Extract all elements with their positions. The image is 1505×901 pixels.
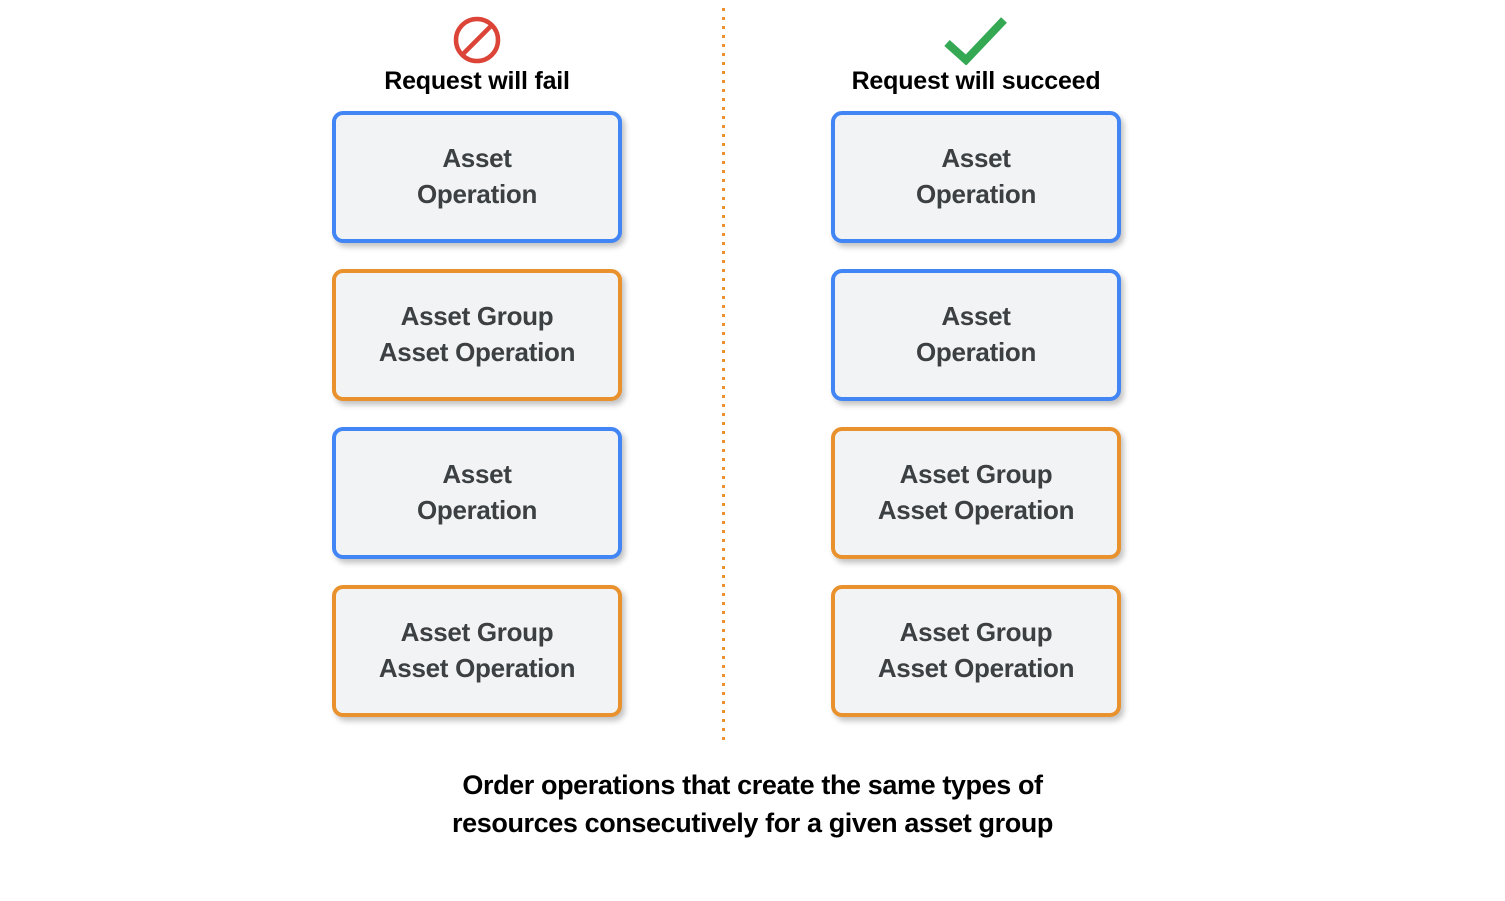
card-asset-group-asset-operation[interactable]: Asset Group Asset Operation bbox=[332, 585, 622, 717]
column-header-succeed: Request will succeed bbox=[831, 0, 1121, 111]
checkmark-icon bbox=[940, 14, 1012, 66]
card-label: Asset Group Asset Operation bbox=[378, 301, 576, 367]
column-divider bbox=[722, 8, 725, 740]
card-stack-succeed: Asset Operation Asset Operation Asset Gr… bbox=[831, 111, 1121, 717]
prohibition-icon bbox=[452, 14, 502, 66]
card-label: Asset Group Asset Operation bbox=[877, 617, 1075, 683]
card-label: Asset Operation bbox=[915, 143, 1037, 209]
card-asset-group-asset-operation[interactable]: Asset Group Asset Operation bbox=[831, 585, 1121, 717]
card-label: Asset Group Asset Operation bbox=[877, 459, 1075, 525]
card-label: Asset Operation bbox=[416, 459, 538, 525]
column-succeed: Request will succeed Asset Operation Ass… bbox=[831, 0, 1121, 717]
card-stack-fail: Asset Operation Asset Group Asset Operat… bbox=[332, 111, 622, 717]
card-asset-group-asset-operation[interactable]: Asset Group Asset Operation bbox=[831, 427, 1121, 559]
card-asset-operation[interactable]: Asset Operation bbox=[831, 269, 1121, 401]
card-asset-operation[interactable]: Asset Operation bbox=[332, 427, 622, 559]
column-fail: Request will fail Asset Operation Asset … bbox=[332, 0, 622, 717]
card-asset-operation[interactable]: Asset Operation bbox=[332, 111, 622, 243]
card-label: Asset Group Asset Operation bbox=[378, 617, 576, 683]
card-asset-group-asset-operation[interactable]: Asset Group Asset Operation bbox=[332, 269, 622, 401]
diagram-caption: Order operations that create the same ty… bbox=[452, 770, 1053, 839]
card-label: Asset Operation bbox=[915, 301, 1037, 367]
card-asset-operation[interactable]: Asset Operation bbox=[831, 111, 1121, 243]
column-header-label-fail: Request will fail bbox=[384, 67, 570, 95]
column-header-label-succeed: Request will succeed bbox=[851, 67, 1101, 95]
card-label: Asset Operation bbox=[416, 143, 538, 209]
column-header-fail: Request will fail bbox=[332, 0, 622, 111]
